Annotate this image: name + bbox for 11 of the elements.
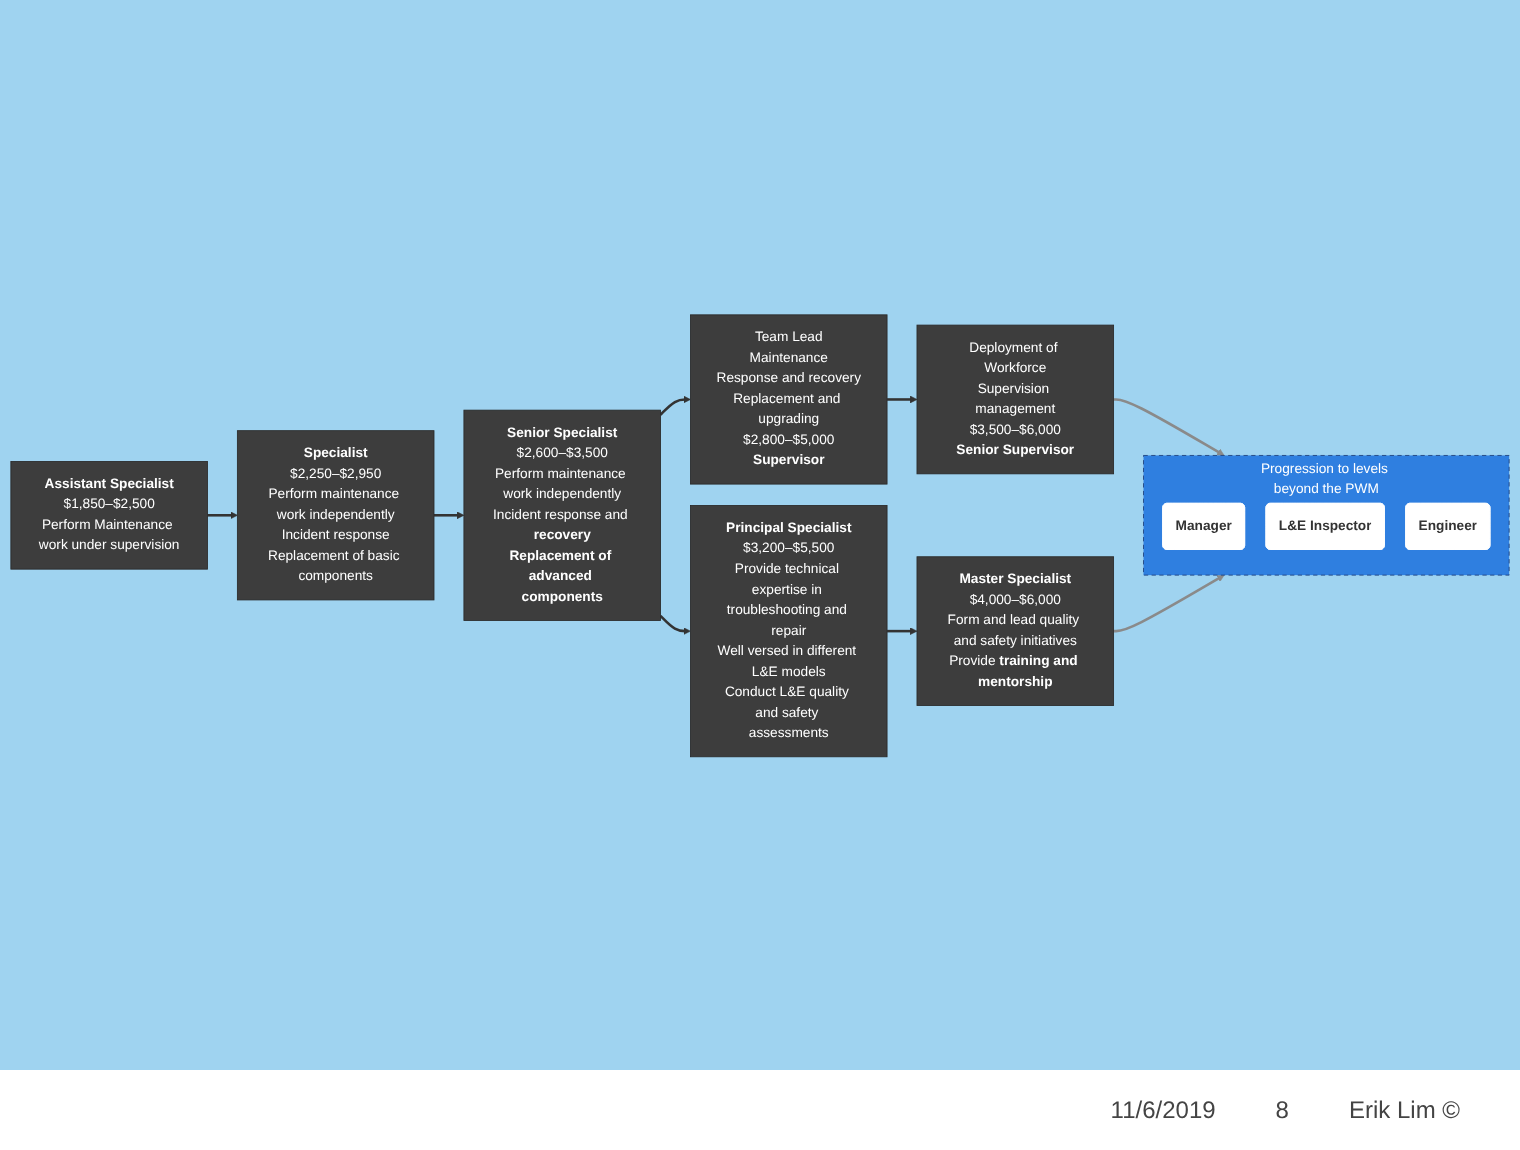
arrow (1113, 574, 1225, 632)
arrow (207, 510, 238, 519)
arrow (1113, 397, 1225, 455)
footer-text: Erik Lim © (1348, 1096, 1460, 1124)
arrow (659, 614, 691, 635)
arrow (887, 394, 918, 403)
footer-text: 11/6/2019 (1110, 1096, 1216, 1124)
footer-text: 8 (1275, 1096, 1289, 1124)
arrow (434, 510, 465, 519)
arrow (659, 394, 691, 415)
arrow (887, 626, 918, 635)
